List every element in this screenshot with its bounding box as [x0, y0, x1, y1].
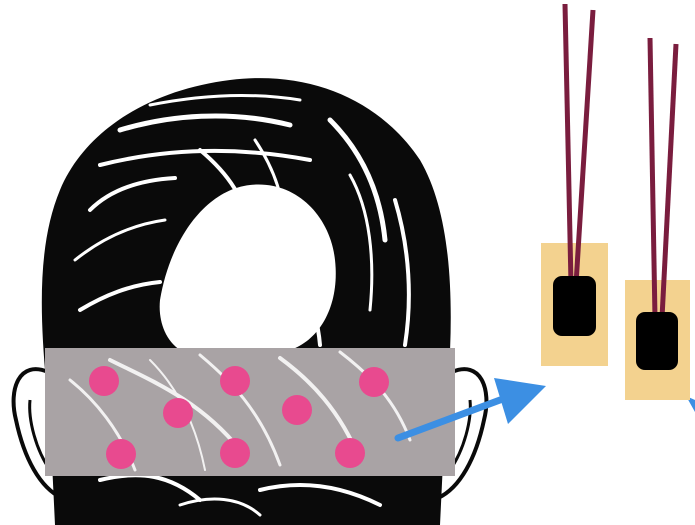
hair-transplant-graft-icon	[541, 4, 608, 366]
electrode-dot	[220, 366, 250, 396]
electrode-dot	[106, 439, 136, 469]
electrode-dot	[220, 438, 250, 468]
electrode-dot	[89, 366, 119, 396]
electrode-dot	[282, 395, 312, 425]
electrode-dot	[163, 398, 193, 428]
electrode-dot	[335, 438, 365, 468]
hair-transplant-graft-icon	[625, 38, 690, 400]
electrode-dot	[359, 367, 389, 397]
electrode-grid-band	[45, 348, 455, 476]
